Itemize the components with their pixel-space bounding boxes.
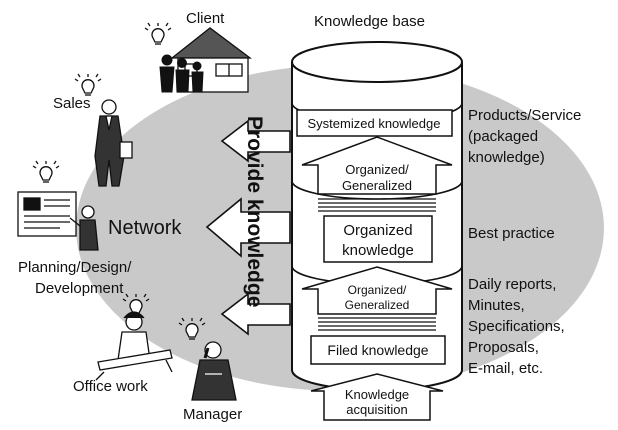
sales-label: Sales — [53, 95, 91, 112]
client-people-icon — [159, 54, 204, 93]
manager-icon — [191, 341, 237, 401]
organized-knowledge-line1: Organized — [343, 222, 412, 239]
filed-knowledge-box — [310, 335, 446, 365]
office-worker-icon — [95, 311, 173, 381]
provide-arrow-middle — [205, 197, 291, 258]
daily-line1: Daily reports, — [468, 276, 556, 293]
knowledge-acquisition-line2: acquisition — [346, 402, 407, 417]
provide-arrow-bottom — [220, 292, 291, 336]
client-house-icon — [170, 27, 252, 93]
systemized-knowledge-box — [296, 109, 453, 137]
office-work-label: Office work — [73, 378, 148, 395]
organized-generalized-1-line1: Organized/ — [345, 162, 409, 177]
daily-line4: Proposals, — [468, 339, 539, 356]
organized-generalized-arrow-1 — [301, 136, 453, 195]
knowledge-acquisition-line1: Knowledge — [345, 387, 409, 402]
salesman-icon — [94, 99, 133, 187]
products-line2: (packaged — [468, 128, 538, 145]
network-label: Network — [108, 217, 182, 239]
organized-generalized-arrow-2 — [301, 266, 453, 315]
daily-line3: Specifications, — [468, 318, 565, 335]
knowledge-acquisition-arrow — [310, 373, 444, 421]
provide-knowledge-label: Provide knowledge — [243, 116, 266, 307]
organized-knowledge-box — [323, 215, 433, 263]
organized-generalized-2-line1: Organized/ — [348, 283, 407, 297]
provide-arrow-top — [220, 119, 291, 163]
lightbulb-icon — [178, 317, 206, 340]
daily-line5: E-mail, etc. — [468, 360, 543, 377]
manager-label: Manager — [183, 406, 242, 423]
products-line3: knowledge) — [468, 149, 545, 166]
filed-knowledge-label: Filed knowledge — [327, 342, 428, 358]
products-line1: Products/Service — [468, 107, 581, 124]
planning-line1: Planning/Design/ — [18, 259, 132, 276]
organized-knowledge-line2: knowledge — [342, 242, 414, 259]
best-practice-label: Best practice — [468, 225, 555, 242]
client-label: Client — [186, 10, 225, 27]
planner-icon — [17, 191, 99, 251]
planning-line2: Development — [35, 280, 124, 297]
lightbulb-icon — [32, 160, 60, 183]
daily-line2: Minutes, — [468, 297, 525, 314]
knowledge-base-title: Knowledge base — [314, 13, 425, 30]
organized-generalized-2-line2: Generalized — [345, 298, 410, 312]
lightbulb-icon — [144, 22, 172, 45]
organized-generalized-1-line2: Generalized — [342, 178, 412, 193]
lightbulb-icon — [74, 73, 102, 96]
stacked-lines-2 — [318, 317, 436, 331]
systemized-knowledge-label: Systemized knowledge — [308, 116, 441, 131]
stacked-lines-1 — [318, 198, 436, 212]
